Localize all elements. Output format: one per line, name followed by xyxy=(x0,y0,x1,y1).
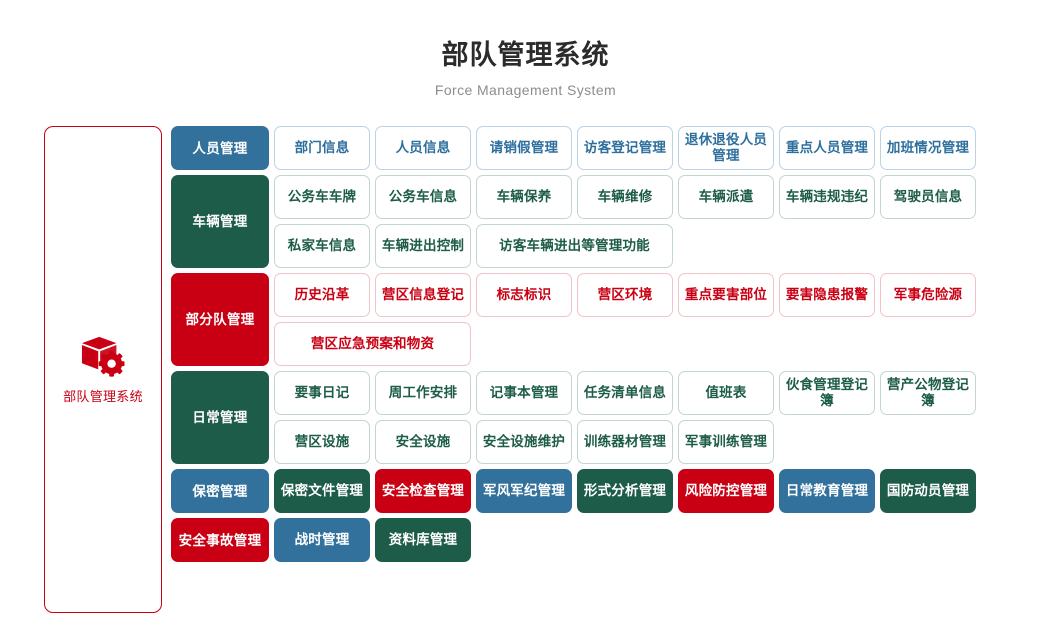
item-row: 公务车车牌公务车信息车辆保养车辆维修车辆派遣车辆违规违纪驾驶员信息 xyxy=(274,175,1051,219)
category-items: 部门信息人员信息请销假管理访客登记管理退休退役人员管理重点人员管理加班情况管理 xyxy=(274,126,1051,170)
module-button[interactable]: 车辆保养 xyxy=(476,175,572,219)
module-button[interactable]: 安全设施 xyxy=(375,420,471,464)
module-button[interactable]: 值班表 xyxy=(678,371,774,415)
module-button[interactable]: 公务车车牌 xyxy=(274,175,370,219)
sidebar-system-card[interactable]: 部队管理系统 xyxy=(44,126,162,613)
module-button[interactable]: 记事本管理 xyxy=(476,371,572,415)
module-button[interactable]: 人员信息 xyxy=(375,126,471,170)
module-button[interactable]: 私家车信息 xyxy=(274,224,370,268)
item-row: 部门信息人员信息请销假管理访客登记管理退休退役人员管理重点人员管理加班情况管理 xyxy=(274,126,1051,170)
module-button[interactable]: 风险防控管理 xyxy=(678,469,774,513)
category-button[interactable]: 安全事故管理 xyxy=(171,518,269,562)
category-button[interactable]: 车辆管理 xyxy=(171,175,269,268)
module-button[interactable]: 营产公物登记簿 xyxy=(880,371,976,415)
module-button[interactable]: 车辆维修 xyxy=(577,175,673,219)
module-button[interactable]: 访客登记管理 xyxy=(577,126,673,170)
item-row: 保密文件管理安全检查管理军风军纪管理形式分析管理风险防控管理日常教育管理国防动员… xyxy=(274,469,1051,513)
category-items: 保密文件管理安全检查管理军风军纪管理形式分析管理风险防控管理日常教育管理国防动员… xyxy=(274,469,1051,513)
module-button[interactable]: 请销假管理 xyxy=(476,126,572,170)
module-button[interactable]: 营区设施 xyxy=(274,420,370,464)
module-button[interactable]: 历史沿革 xyxy=(274,273,370,317)
category-row: 人员管理部门信息人员信息请销假管理访客登记管理退休退役人员管理重点人员管理加班情… xyxy=(171,126,1051,170)
category-button[interactable]: 人员管理 xyxy=(171,126,269,170)
module-button[interactable]: 车辆进出控制 xyxy=(375,224,471,268)
category-items: 要事日记周工作安排记事本管理任务清单信息值班表伙食管理登记簿营产公物登记簿营区设… xyxy=(274,371,1051,464)
module-button[interactable]: 部门信息 xyxy=(274,126,370,170)
sidebar-system-label: 部队管理系统 xyxy=(63,388,143,404)
module-button[interactable]: 日常教育管理 xyxy=(779,469,875,513)
module-button[interactable]: 训练器材管理 xyxy=(577,420,673,464)
category-items: 战时管理资料库管理 xyxy=(274,518,1051,562)
module-button[interactable]: 保密文件管理 xyxy=(274,469,370,513)
module-button[interactable]: 伙食管理登记簿 xyxy=(779,371,875,415)
item-row: 要事日记周工作安排记事本管理任务清单信息值班表伙食管理登记簿营产公物登记簿 xyxy=(274,371,1051,415)
module-button[interactable]: 战时管理 xyxy=(274,518,370,562)
module-button[interactable]: 车辆违规违纪 xyxy=(779,175,875,219)
module-button[interactable]: 驾驶员信息 xyxy=(880,175,976,219)
module-grid: 人员管理部门信息人员信息请销假管理访客登记管理退休退役人员管理重点人员管理加班情… xyxy=(171,126,1051,562)
item-row: 营区应急预案和物资 xyxy=(274,322,1051,366)
category-button[interactable]: 保密管理 xyxy=(171,469,269,513)
module-button[interactable]: 要事日记 xyxy=(274,371,370,415)
module-button[interactable]: 资料库管理 xyxy=(375,518,471,562)
category-row: 日常管理要事日记周工作安排记事本管理任务清单信息值班表伙食管理登记簿营产公物登记… xyxy=(171,371,1051,464)
page-header: 部队管理系统 Force Management System xyxy=(0,0,1051,99)
item-row: 私家车信息车辆进出控制访客车辆进出等管理功能 xyxy=(274,224,1051,268)
module-button[interactable]: 国防动员管理 xyxy=(880,469,976,513)
module-button[interactable]: 营区环境 xyxy=(577,273,673,317)
body-layout: 部队管理系统 人员管理部门信息人员信息请销假管理访客登记管理退休退役人员管理重点… xyxy=(0,126,1051,613)
page-subtitle: Force Management System xyxy=(434,82,617,98)
module-button[interactable]: 退休退役人员管理 xyxy=(678,126,774,170)
module-button[interactable]: 军事危险源 xyxy=(880,273,976,317)
category-button[interactable]: 日常管理 xyxy=(171,371,269,464)
module-button[interactable]: 重点要害部位 xyxy=(678,273,774,317)
module-button[interactable]: 要害隐患报警 xyxy=(779,273,875,317)
module-button[interactable]: 安全设施维护 xyxy=(476,420,572,464)
module-button[interactable]: 营区信息登记 xyxy=(375,273,471,317)
category-row: 部分队管理历史沿革营区信息登记标志标识营区环境重点要害部位要害隐患报警军事危险源… xyxy=(171,273,1051,366)
category-row: 安全事故管理战时管理资料库管理 xyxy=(171,518,1051,562)
item-row: 战时管理资料库管理 xyxy=(274,518,1051,562)
category-button[interactable]: 部分队管理 xyxy=(171,273,269,366)
module-button[interactable]: 军风军纪管理 xyxy=(476,469,572,513)
module-button[interactable]: 周工作安排 xyxy=(375,371,471,415)
item-row: 历史沿革营区信息登记标志标识营区环境重点要害部位要害隐患报警军事危险源 xyxy=(274,273,1051,317)
module-button[interactable]: 访客车辆进出等管理功能 xyxy=(476,224,673,268)
module-button[interactable]: 标志标识 xyxy=(476,273,572,317)
category-row: 保密管理保密文件管理安全检查管理军风军纪管理形式分析管理风险防控管理日常教育管理… xyxy=(171,469,1051,513)
category-items: 历史沿革营区信息登记标志标识营区环境重点要害部位要害隐患报警军事危险源营区应急预… xyxy=(274,273,1051,366)
module-button[interactable]: 任务清单信息 xyxy=(577,371,673,415)
module-button[interactable]: 公务车信息 xyxy=(375,175,471,219)
module-button[interactable]: 军事训练管理 xyxy=(678,420,774,464)
module-button[interactable]: 车辆派遣 xyxy=(678,175,774,219)
module-button[interactable]: 重点人员管理 xyxy=(779,126,875,170)
page-title: 部队管理系统 xyxy=(441,40,610,70)
category-items: 公务车车牌公务车信息车辆保养车辆维修车辆派遣车辆违规违纪驾驶员信息私家车信息车辆… xyxy=(274,175,1051,268)
module-button[interactable]: 安全检查管理 xyxy=(375,469,471,513)
item-row: 营区设施安全设施安全设施维护训练器材管理军事训练管理 xyxy=(274,420,1051,464)
module-button[interactable]: 营区应急预案和物资 xyxy=(274,322,471,366)
box-gear-icon xyxy=(80,335,126,379)
module-button[interactable]: 形式分析管理 xyxy=(577,469,673,513)
module-button[interactable]: 加班情况管理 xyxy=(880,126,976,170)
category-row: 车辆管理公务车车牌公务车信息车辆保养车辆维修车辆派遣车辆违规违纪驾驶员信息私家车… xyxy=(171,175,1051,268)
